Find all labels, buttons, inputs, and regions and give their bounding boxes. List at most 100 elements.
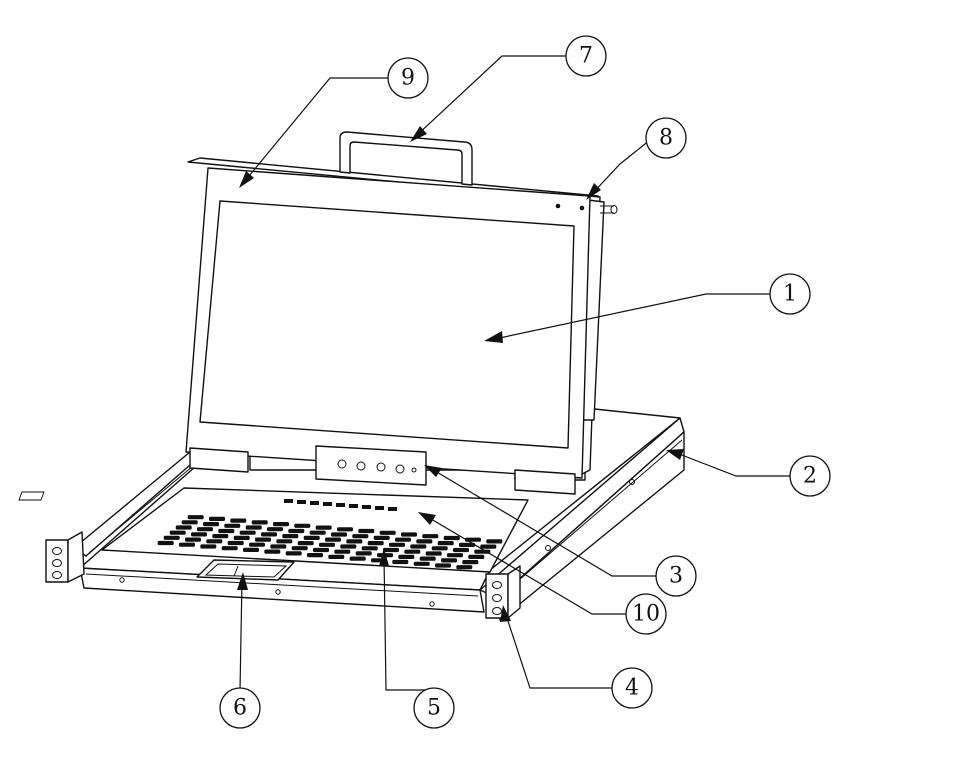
keyboard-key	[206, 539, 223, 544]
keyboard-key	[169, 530, 186, 535]
keyboard-key	[404, 549, 421, 554]
keyboard-key	[249, 542, 265, 547]
keyboard-key	[175, 525, 192, 530]
keyboard-key	[395, 537, 411, 542]
keyboard-key	[209, 516, 225, 521]
keyboard-key	[392, 559, 409, 565]
keyboard-key	[264, 549, 281, 554]
keyboard-key	[270, 544, 287, 549]
keyboard-key	[361, 546, 378, 551]
keyboard-key	[261, 532, 277, 537]
keyboard-key	[239, 530, 256, 535]
keyboard-key	[197, 527, 213, 532]
callout-label: 8	[659, 126, 673, 151]
keyboard-key	[441, 558, 457, 563]
keyboard-key	[410, 544, 427, 549]
keyboard-key	[315, 525, 332, 530]
keyboard-key	[187, 515, 204, 520]
keyboard-key	[328, 554, 345, 559]
keyboard-key	[282, 534, 299, 539]
keyboard-key	[276, 539, 293, 544]
keyboard-key	[285, 551, 302, 556]
touchpad	[196, 559, 295, 581]
keyboard-key	[355, 551, 372, 556]
keyboard-key	[255, 537, 271, 542]
keyboard-key	[416, 539, 433, 544]
keyboard-key	[221, 546, 238, 551]
keyboard-key	[233, 535, 250, 540]
keyboard-key	[401, 532, 417, 537]
keyboard-key	[309, 530, 326, 535]
keyboard-key	[431, 546, 448, 551]
keyboard-key	[203, 522, 219, 527]
callout-3: 3	[655, 555, 697, 597]
callout-2: 2	[789, 455, 831, 497]
keyboard-key	[181, 520, 198, 525]
keyboard-key	[443, 535, 460, 541]
keyboard-key	[245, 525, 262, 530]
keyboard-key	[422, 534, 439, 539]
keyboard-key	[398, 554, 415, 559]
keyboard-key	[325, 537, 341, 542]
handle	[339, 131, 473, 186]
keyboard-key	[462, 560, 479, 565]
keyboard-key	[435, 563, 451, 568]
keyboard-key	[453, 547, 469, 553]
keyboard-key	[163, 535, 180, 540]
callout-label: 4	[625, 676, 639, 701]
keyboard-keys	[157, 515, 503, 570]
keyboard-key	[447, 553, 463, 558]
keyboard-key	[200, 544, 217, 549]
keyboard-key	[230, 518, 247, 523]
keyboard-key	[157, 540, 174, 546]
keyboard-key	[288, 528, 305, 534]
keyboard-key	[480, 544, 497, 549]
keyboard-key	[297, 541, 314, 546]
keyboard-key	[179, 542, 195, 547]
keyboard-key	[319, 542, 335, 547]
hotkey-row	[284, 499, 397, 511]
callout-10: 10	[625, 593, 667, 635]
keyboard-key	[413, 561, 430, 566]
keyboard-key	[389, 542, 405, 547]
keyboard-key	[349, 556, 366, 561]
keyboard-key	[227, 540, 244, 546]
keyboard-key	[425, 551, 442, 556]
keyboard-key	[459, 542, 475, 547]
lcd-lid	[185, 157, 618, 495]
keyboard-key	[367, 541, 384, 546]
callout-label: 1	[783, 282, 797, 307]
keyboard-key	[419, 556, 436, 561]
callout-label: 5	[427, 696, 441, 721]
callout-4: 4	[611, 667, 653, 709]
keyboard-key	[468, 554, 485, 559]
callout-8: 8	[645, 117, 687, 159]
keyboard-key	[373, 535, 390, 540]
callout-label: 10	[632, 602, 660, 627]
keyboard-key	[294, 523, 311, 528]
keyboard-key	[337, 527, 353, 532]
keyboard-key	[224, 523, 241, 528]
keyboard-key	[379, 530, 396, 535]
keyboard-key	[352, 534, 369, 539]
keyboard-key	[474, 549, 491, 554]
keyboard-key	[212, 534, 229, 539]
keyboard-key	[358, 528, 375, 534]
callout-label: 7	[579, 44, 593, 69]
callout-5: 5	[413, 687, 455, 729]
keyboard-key	[303, 535, 320, 540]
keyboard-key	[334, 549, 351, 554]
keyboard-key	[383, 547, 399, 553]
leader-lines	[237, 55, 792, 691]
keyboard-key	[218, 528, 235, 534]
callout-label: 6	[233, 696, 247, 721]
keyboard-key	[437, 541, 454, 546]
keyboard-key	[273, 522, 289, 527]
keyboard-key	[465, 537, 481, 542]
callout-6: 6	[219, 687, 261, 729]
keyboard-deck	[18, 487, 529, 573]
callout-label: 3	[669, 564, 683, 589]
keyboard-key	[340, 544, 357, 549]
keyboard-key	[456, 565, 473, 570]
